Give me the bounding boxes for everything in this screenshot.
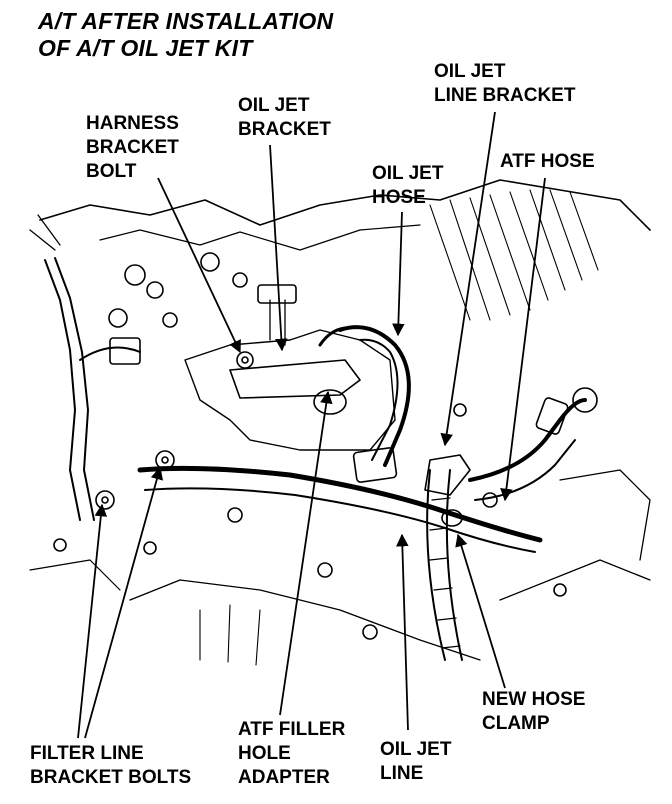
callout-text: ADAPTER bbox=[238, 767, 330, 788]
leader-filter-line-bracket-bolt-1 bbox=[77, 503, 108, 739]
leader-atf-hose bbox=[500, 177, 546, 502]
callout-text: ATF FILLER bbox=[238, 719, 346, 740]
callout-oil-jet-bracket: OIL JET BRACKET bbox=[238, 94, 331, 142]
diagram-title-line-2: OF A/T OIL JET KIT bbox=[38, 35, 253, 61]
leader-oil-jet-line bbox=[396, 533, 409, 731]
callout-text: BOLT bbox=[86, 161, 137, 182]
leader-filter-line-bracket-bolt-2 bbox=[84, 466, 164, 739]
callout-oil-jet-hose: OIL JET HOSE bbox=[372, 162, 443, 210]
callout-new-hose-clamp: NEW HOSE CLAMP bbox=[482, 688, 585, 736]
callout-atf-hose: ATF HOSE bbox=[500, 150, 595, 174]
callout-text: ATF HOSE bbox=[500, 151, 595, 172]
diagram-title-line-1: A/T AFTER INSTALLATION bbox=[38, 8, 334, 34]
callout-text: FILTER LINE bbox=[30, 743, 144, 764]
callout-text: LINE BRACKET bbox=[434, 85, 576, 106]
callout-oil-jet-line-bracket: OIL JET LINE BRACKET bbox=[434, 60, 575, 108]
callout-text: HOLE bbox=[238, 743, 291, 764]
callout-text: LINE bbox=[380, 763, 424, 784]
callout-text: BRACKET bbox=[238, 119, 331, 140]
leader-harness-bracket-bolt bbox=[157, 177, 241, 354]
leader-oil-jet-bracket bbox=[269, 144, 288, 352]
callout-text: NEW HOSE bbox=[482, 689, 586, 710]
callout-filter-line-bracket-bolts: FILTER LINE BRACKET BOLTS bbox=[30, 742, 191, 790]
callout-harness-bracket-bolt: HARNESS BRACKET BOLT bbox=[86, 112, 179, 184]
callout-text: BRACKET BOLTS bbox=[30, 767, 192, 788]
leader-new-hose-clamp bbox=[455, 533, 506, 689]
callout-text: HOSE bbox=[372, 187, 426, 208]
leader-atf-filler-hole-adapter bbox=[279, 390, 333, 716]
leader-oil-jet-hose bbox=[392, 211, 405, 337]
leader-oil-jet-line-bracket bbox=[440, 111, 496, 447]
callout-atf-filler-hole-adapter: ATF FILLER HOLE ADAPTER bbox=[238, 718, 345, 790]
callout-text: OIL JET bbox=[372, 163, 444, 184]
callout-text: CLAMP bbox=[482, 713, 550, 734]
callout-oil-jet-line: OIL JET LINE bbox=[380, 738, 451, 786]
callout-text: OIL JET bbox=[238, 95, 310, 116]
callout-text: BRACKET bbox=[86, 137, 179, 158]
callout-text: OIL JET bbox=[380, 739, 452, 760]
callout-text: OIL JET bbox=[434, 61, 506, 82]
callout-text: HARNESS bbox=[86, 113, 179, 134]
